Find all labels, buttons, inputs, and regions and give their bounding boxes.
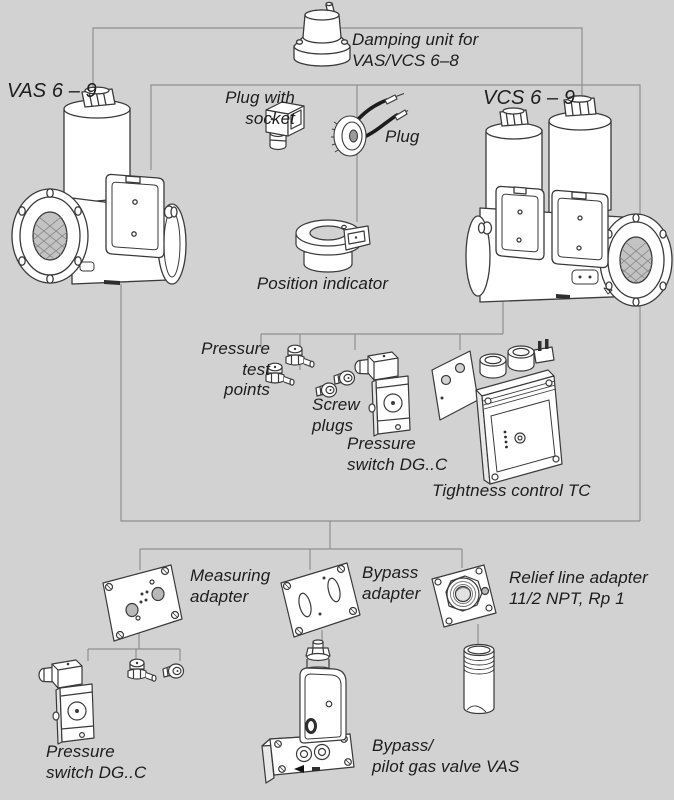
bypass-pilot-gas-valve-illustration — [256, 638, 366, 784]
pressure-switch-dg-bottom-label: Pressure switch DG..C — [46, 742, 147, 782]
tightness-control-tc-illustration — [430, 338, 570, 485]
pressure-switch-dg-label: Pressure switch DG..C — [347, 434, 448, 474]
test-point-fitting-illustration — [124, 656, 162, 690]
screw-plug-illustration — [158, 660, 186, 682]
threaded-nipple-illustration — [460, 642, 500, 724]
damping-unit-label: Damping unit for VAS/VCS 6–8 — [352, 30, 479, 70]
tightness-control-tc-label: Tightness control TC — [432, 481, 591, 500]
pressure-test-points-label: Pressure test points — [201, 339, 270, 400]
relief-line-adapter-label: Relief line adapter 11/2 NPT, Rp 1 — [509, 568, 648, 608]
bypass-pilot-gas-valve-label: Bypass/ pilot gas valve VAS — [372, 736, 520, 776]
vcs-valve-illustration — [452, 88, 673, 320]
vcs-valve-label: VCS 6 – 9 — [483, 87, 576, 109]
vas-valve-label: VAS 6 – 9 — [7, 80, 97, 102]
plug-with-socket-label: Plug with socket — [225, 88, 295, 128]
pressure-switch-dg-illustration — [352, 346, 422, 438]
plug-label: Plug — [385, 127, 420, 146]
bypass-adapter-label: Bypass adapter — [362, 563, 421, 603]
pressure-switch-dg-bottom-illustration — [36, 654, 106, 746]
measuring-adapter-label: Measuring adapter — [190, 566, 271, 606]
measuring-adapter-illustration — [94, 560, 190, 648]
screw-plugs-label: Screw plugs — [312, 395, 360, 435]
position-indicator-illustration — [288, 212, 372, 278]
vas-valve-illustration — [8, 84, 218, 302]
bypass-adapter-illustration — [274, 558, 366, 644]
position-indicator-label: Position indicator — [256, 274, 389, 293]
plug-with-socket-illustration — [258, 90, 320, 152]
plug-illustration — [312, 90, 409, 162]
relief-line-adapter-illustration — [426, 560, 502, 632]
damping-unit-illustration — [286, 1, 360, 68]
